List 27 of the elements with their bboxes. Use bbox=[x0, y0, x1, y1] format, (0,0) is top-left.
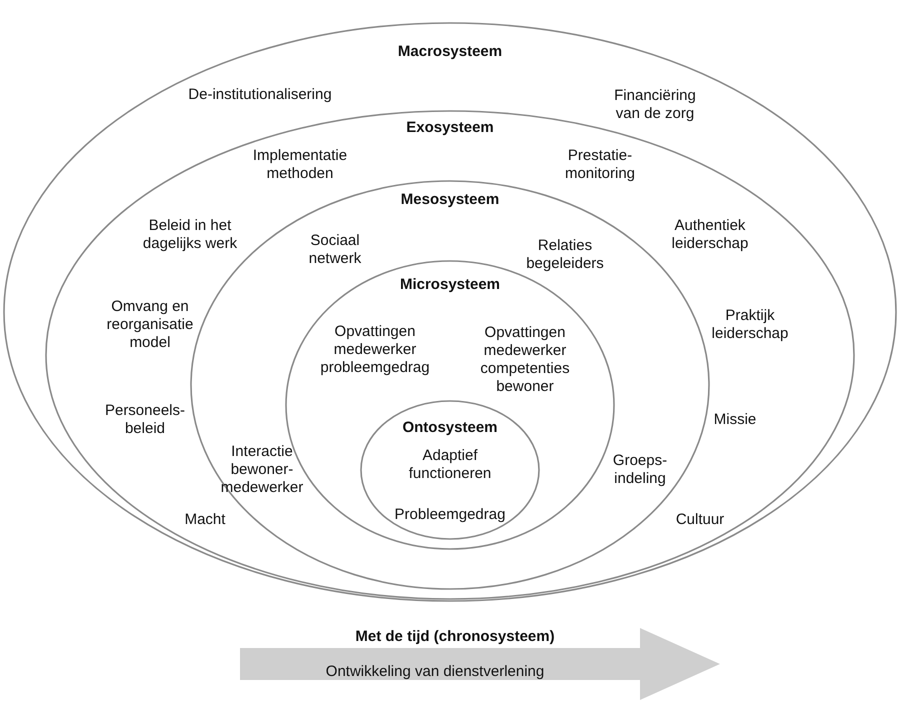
factor-label: Implementatie methoden bbox=[252, 147, 348, 183]
system-title: Microsysteem bbox=[400, 276, 500, 294]
factor-label: Sociaal netwerk bbox=[308, 232, 362, 268]
factor-label: Prestatie-monitoring bbox=[564, 147, 636, 183]
factor-label: De-institutionalisering bbox=[188, 86, 332, 104]
factor-label: Authentiek leiderschap bbox=[670, 217, 750, 253]
factor-label: Cultuur bbox=[676, 511, 724, 529]
factor-label: Opvattingen medewerker probleemgedrag bbox=[319, 323, 431, 377]
factor-label: Relaties begeleiders bbox=[525, 237, 605, 273]
factor-label: Beleid in het dagelijks werk bbox=[142, 217, 238, 253]
factor-label: Groeps-indeling bbox=[612, 452, 668, 488]
arrow-label: Ontwikkeling van dienstverlening bbox=[326, 663, 544, 681]
factor-label: Financiëring van de zorg bbox=[613, 87, 697, 123]
factor-label: Opvattingen medewerker competenties bewoner bbox=[479, 324, 571, 396]
arrow-heading: Met de tijd (chronosysteem) bbox=[355, 628, 555, 646]
factor-label: Adaptief functioneren bbox=[408, 447, 492, 483]
system-title: Ontosysteem bbox=[402, 419, 498, 437]
factor-label: Personeels-beleid bbox=[104, 402, 186, 438]
factor-label: Missie bbox=[714, 411, 756, 429]
factor-label: Omvang en reorganisatie model bbox=[106, 298, 194, 352]
factor-label: Macht bbox=[184, 511, 226, 529]
system-title: Mesosysteem bbox=[400, 191, 500, 209]
system-title: Exosysteem bbox=[406, 119, 494, 137]
factor-label: Interactie bewoner-medewerker bbox=[220, 443, 304, 497]
factor-label: Praktijk leiderschap bbox=[710, 307, 790, 343]
factor-label: Probleemgedrag bbox=[394, 506, 506, 524]
system-title: Macrosysteem bbox=[398, 43, 502, 61]
